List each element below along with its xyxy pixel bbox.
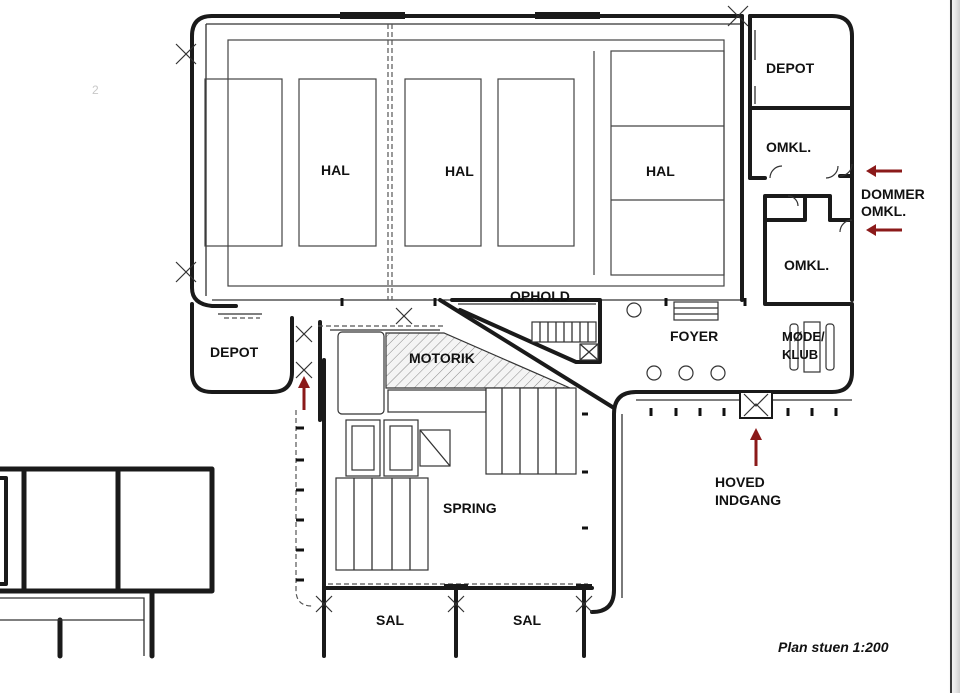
neighbour-building xyxy=(0,466,215,659)
label-foyer: FOYER xyxy=(670,328,718,344)
label-omkl-top: OMKL. xyxy=(766,139,811,155)
entry-arrow-dommer-top xyxy=(866,165,902,177)
label-motorik: MOTORIK xyxy=(409,350,475,366)
depot-left-doors xyxy=(295,325,313,379)
label-mode-line1: MØDE/ xyxy=(782,329,825,344)
label-hoved-line2: INDGANG xyxy=(715,492,781,508)
label-hal-3: HAL xyxy=(646,163,675,179)
main-hall-outline xyxy=(190,12,744,308)
label-hal-1: HAL xyxy=(321,162,350,178)
page-edge-line xyxy=(950,0,952,693)
sal-doors xyxy=(315,595,593,613)
sal-rooms-outline xyxy=(322,584,592,658)
foyer-furniture xyxy=(626,301,835,381)
label-mode-line2: KLUB xyxy=(782,347,818,362)
label-hoved-line1: HOVED xyxy=(715,474,765,490)
label-depot-left: DEPOT xyxy=(210,344,259,360)
foyer-wall-ticks xyxy=(340,298,838,416)
label-omkl-bottom: OMKL. xyxy=(784,257,829,273)
label-dommer-line2: OMKL. xyxy=(861,203,906,219)
entry-arrow-dommer-bottom xyxy=(866,224,902,236)
label-spring: SPRING xyxy=(443,500,497,516)
diagonal-wall xyxy=(438,298,616,410)
entry-arrow-main xyxy=(750,428,762,466)
entry-arrow-depot xyxy=(298,376,310,410)
hall-doors xyxy=(175,5,749,325)
main-entrance-door xyxy=(739,391,773,419)
right-wing-doors xyxy=(769,163,853,233)
scale-note: Plan stuen 1:200 xyxy=(778,639,889,655)
label-sal-1: SAL xyxy=(376,612,404,628)
label-ophold: OPHOLD xyxy=(510,288,570,304)
depot-left-outline xyxy=(190,302,294,394)
hall-courts xyxy=(204,24,725,300)
label-hal-2: HAL xyxy=(445,163,474,179)
label-sal-2: SAL xyxy=(513,612,541,628)
right-wing-outline xyxy=(748,14,854,306)
label-dommer-line1: DOMMER xyxy=(861,186,925,202)
label-depot-top: DEPOT xyxy=(766,60,815,76)
spring-equipment xyxy=(335,331,588,571)
ophold-stairs xyxy=(450,298,602,364)
page-number: 2 xyxy=(92,83,99,97)
left-corridor xyxy=(295,410,313,607)
